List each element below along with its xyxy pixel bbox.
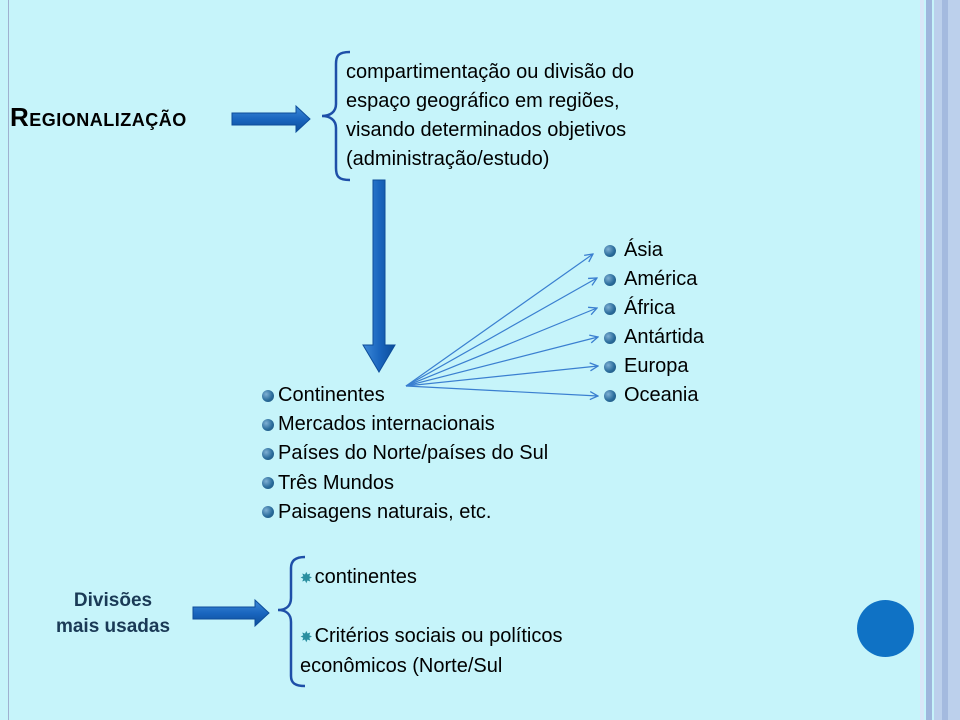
arrow-to-antarctica: [405, 337, 598, 387]
bullet-dot-icon: [262, 418, 274, 431]
continent-item: Antártida: [604, 323, 704, 352]
divisions-criteria: ✸continentes ✸Critérios sociais ou polít…: [300, 563, 660, 681]
slide-right-border-stripe: [926, 0, 932, 720]
bullet-dot-icon: [604, 389, 616, 402]
slide-title: Regionalização: [10, 102, 187, 132]
slide-left-border: [8, 0, 9, 720]
definition-line: compartimentação ou divisão do: [346, 61, 634, 83]
asterisk-bullet-icon: ✸: [300, 570, 313, 587]
bullet-dot-icon: [604, 331, 616, 344]
bullet-dot-icon: [262, 477, 274, 490]
bullet-dot-icon: [262, 506, 274, 519]
bullet-dot-icon: [604, 273, 616, 286]
continent-item: Ásia: [604, 236, 704, 265]
definition-line: espaço geográfico em regiões,: [346, 90, 620, 112]
list-item: Continentes: [262, 381, 548, 410]
spacer: [300, 593, 660, 622]
criteria-item: ✸Critérios sociais ou políticos: [300, 625, 563, 647]
asterisk-bullet-icon: ✸: [300, 629, 313, 646]
arrow-divisions: [192, 598, 270, 628]
arrow-to-oceania: [405, 385, 598, 396]
continent-item: América: [604, 265, 704, 294]
definition-line: (administração/estudo): [346, 148, 550, 170]
list-item: Mercados internacionais: [262, 410, 548, 439]
definition-line: visando determinados objetivos: [346, 119, 627, 141]
arrow-to-america: [405, 278, 597, 387]
bullet-dot-icon: [262, 389, 274, 402]
arrow-to-asia: [405, 254, 593, 387]
slide-right-border: [920, 0, 924, 720]
continent-item: Europa: [604, 352, 704, 381]
list-item: Países do Norte/países do Sul: [262, 439, 548, 468]
divisions-label: Divisões mais usadas: [40, 588, 186, 640]
arrow-title-to-definition: [231, 104, 311, 134]
divisions-bracket: [277, 555, 306, 688]
bullet-dot-icon: [604, 302, 616, 315]
criteria-item: ✸continentes: [300, 566, 417, 588]
bullet-dot-icon: [262, 448, 274, 460]
continent-item: Oceania: [604, 381, 704, 410]
arrow-to-europe: [405, 366, 598, 387]
continent-item: África: [604, 294, 704, 323]
bullet-dot-icon: [604, 360, 616, 373]
definition-text: compartimentação ou divisão do espaço ge…: [346, 58, 726, 174]
arrow-definition-to-bullets: [362, 179, 396, 373]
continents-list: Ásia América África Antártida Europa Oce…: [604, 236, 704, 410]
criteria-item-continuation: econômicos (Norte/Sul: [300, 655, 503, 677]
arrow-to-africa: [405, 308, 597, 387]
continent-arrows: [405, 254, 598, 396]
divisions-label-line: mais usadas: [55, 616, 171, 637]
divisions-label-line: Divisões: [73, 590, 153, 611]
bullet-dot-icon: [604, 244, 616, 257]
slide-right-border-stripe-2: [942, 0, 948, 720]
definition-bracket: [321, 50, 351, 182]
list-item: Paisagens naturais, etc.: [262, 498, 548, 527]
list-item: Três Mundos: [262, 469, 548, 498]
navigation-circle-button[interactable]: [857, 600, 914, 657]
regionalization-list: Continentes Mercados internacionais País…: [262, 381, 548, 527]
